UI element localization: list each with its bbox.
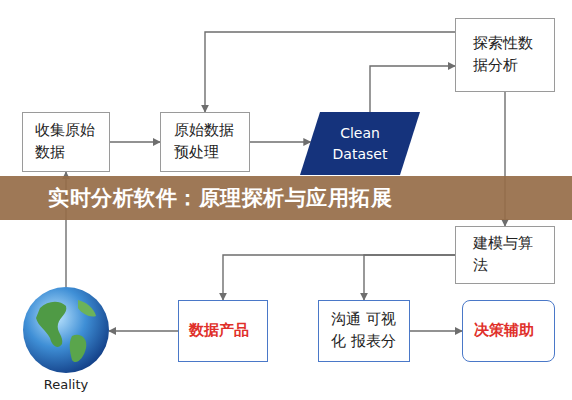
flow-arrow	[250, 141, 311, 142]
process-box: 探索性数据分析	[455, 18, 555, 92]
node-text: 收集原始数据	[35, 120, 97, 164]
flow-arrow	[410, 330, 462, 331]
globe-land	[70, 335, 87, 362]
product-box: 数据产品	[178, 300, 268, 362]
title-text: 实时分析软件：原理探析与应用拓展	[48, 184, 392, 212]
flow-arrow	[370, 66, 455, 112]
globe-ocean	[23, 287, 109, 373]
flow-arrow	[364, 255, 455, 300]
parallelogram-shape	[300, 112, 420, 175]
dataset-parallelogram: Clean Dataset	[300, 112, 420, 175]
globe-land	[36, 302, 66, 347]
flow-arrow	[223, 255, 455, 300]
node-text: 决策辅助	[474, 320, 544, 342]
flow-arrow	[205, 32, 455, 112]
flow-arrow	[110, 141, 160, 142]
title-banner: 实时分析软件：原理探析与应用拓展	[0, 176, 572, 220]
flow-arrow	[109, 330, 178, 331]
report-box: 沟通 可视化 报表分	[318, 300, 410, 362]
process-box: 原始数据预处理	[160, 112, 250, 172]
reality-globe: Reality	[22, 286, 110, 395]
globe-land	[78, 300, 96, 317]
parallelogram-fill	[300, 112, 420, 175]
decision-box: 决策辅助	[462, 300, 555, 362]
node-text: 原始数据预处理	[174, 120, 236, 164]
globe-picture	[22, 286, 110, 374]
node-text: 沟通 可视化 报表分	[331, 309, 397, 353]
node-text: 数据产品	[189, 320, 257, 342]
process-box: 建模与算法	[455, 226, 555, 284]
process-box: 收集原始数据	[22, 112, 110, 172]
globe-label: Reality	[44, 376, 88, 395]
node-text: Clean Dataset	[325, 123, 395, 164]
node-text: 建模与算法	[473, 233, 537, 277]
node-text: 探索性数据分析	[473, 33, 537, 77]
